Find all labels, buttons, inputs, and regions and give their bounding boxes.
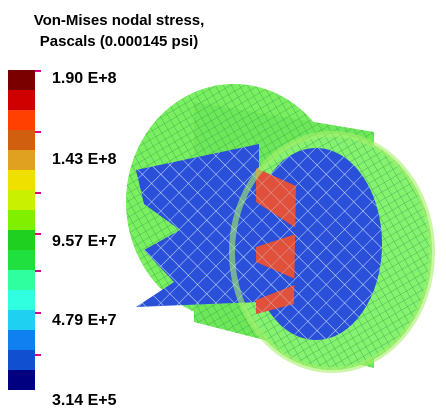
- color-band: [8, 210, 35, 231]
- color-scale-gradient: [8, 70, 35, 390]
- scale-label-min: 3.14 E+5: [52, 392, 117, 409]
- fin-mesh: [256, 202, 302, 247]
- color-band: [8, 130, 35, 151]
- plot-title: Von-Mises nodal stress, Pascals (0.00014…: [0, 10, 238, 52]
- scale-label: 4.79 E+7: [52, 312, 117, 329]
- color-band: [8, 270, 35, 291]
- color-band: [8, 250, 35, 271]
- scale-tick: [35, 233, 41, 235]
- color-band: [8, 90, 35, 111]
- color-band: [8, 190, 35, 211]
- color-band: [8, 110, 35, 131]
- scale-tick: [35, 131, 41, 133]
- interior-left-mesh: [136, 144, 259, 307]
- scale-tick: [35, 312, 41, 314]
- color-band: [8, 350, 35, 371]
- scale-tick: [35, 192, 41, 194]
- front-rim: [229, 131, 435, 373]
- color-band: [8, 170, 35, 191]
- stress-model-3d: [126, 84, 435, 373]
- color-band: [8, 330, 35, 351]
- color-band: [8, 310, 35, 331]
- color-band: [8, 290, 35, 311]
- fin-mesh: [256, 262, 302, 300]
- scale-tick: [35, 354, 41, 356]
- color-band: [8, 230, 35, 251]
- scale-label: 9.57 E+7: [52, 233, 117, 250]
- scale-label-max: 1.90 E+8: [52, 70, 117, 87]
- color-band: [8, 70, 35, 91]
- color-scale-bar: [8, 70, 35, 390]
- scale-tick: [35, 270, 41, 272]
- title-line-1: Von-Mises nodal stress,: [33, 12, 205, 29]
- scale-tick: [35, 70, 41, 72]
- title-line-2: Pascals (0.000145 psi): [39, 33, 199, 50]
- color-band: [8, 150, 35, 171]
- color-band: [8, 370, 35, 390]
- scale-label: 1.43 E+8: [52, 151, 117, 168]
